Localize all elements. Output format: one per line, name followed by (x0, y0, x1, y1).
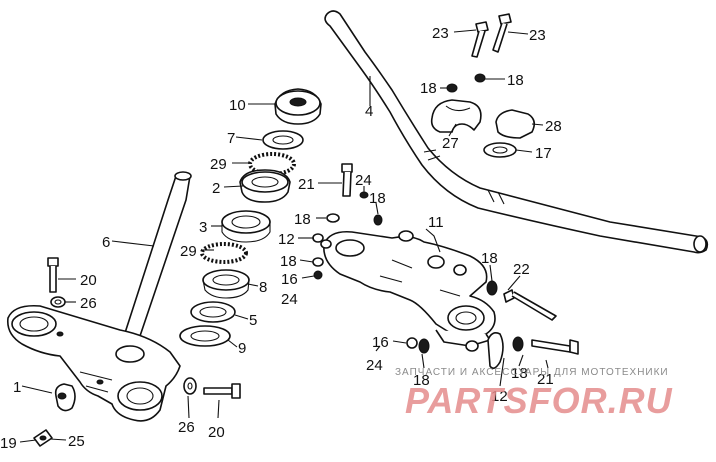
callout-2: 2 (212, 180, 220, 197)
bolt-part-21-top (341, 163, 353, 197)
washer-part-26-bottom (183, 377, 197, 395)
callout-29: 29 (210, 156, 227, 173)
callout-24: 24 (366, 357, 383, 374)
bearing-race-part-2 (239, 169, 291, 203)
cap-part-28 (495, 109, 536, 139)
watermark-logo: PARTSFOR.RU (405, 380, 673, 421)
leader-lines (19, 29, 549, 443)
callout-18: 18 (294, 211, 311, 228)
callout-24: 24 (281, 291, 298, 308)
upper-handlebar-holder-part-27 (430, 99, 482, 133)
callout-18: 18 (420, 80, 437, 97)
bearing-race-part-8 (202, 269, 250, 299)
handlebar-holder-bolts-part-23 (471, 13, 512, 58)
callout-20: 20 (208, 424, 225, 441)
callout-7: 7 (227, 130, 235, 147)
callout-26: 26 (80, 295, 97, 312)
handlebar-part-4 (324, 10, 709, 254)
callout-18: 18 (507, 72, 524, 89)
washer-part-7 (262, 130, 304, 150)
callout-22: 22 (513, 261, 530, 278)
callout-11: 11 (428, 214, 444, 231)
washer-part-17 (483, 142, 517, 158)
callout-19: 19 (0, 435, 17, 452)
callout-23: 23 (432, 25, 449, 42)
callout-16: 16 (281, 271, 298, 288)
callout-24: 24 (355, 172, 372, 189)
callout-23: 23 (529, 27, 546, 44)
callout-28: 28 (545, 118, 562, 135)
callout-25: 25 (68, 433, 85, 450)
dust-seal-part-5 (190, 301, 236, 323)
washers-part-18-top-bridge (312, 191, 383, 280)
callout-21: 21 (298, 176, 315, 193)
callout-6: 6 (102, 234, 110, 251)
nuts-part-12-top (312, 233, 332, 249)
callout-10: 10 (229, 97, 246, 114)
steering-stem-nut-part-10 (274, 88, 322, 125)
callout-29: 29 (180, 243, 197, 260)
washer-part-26-left (50, 296, 66, 308)
bearing-race-part-3 (221, 210, 271, 243)
callout-27: 27 (442, 135, 459, 152)
callout-26: 26 (178, 419, 195, 436)
callout-18: 18 (511, 365, 528, 382)
callout-5: 5 (249, 312, 257, 329)
callout-labels: 23 23 18 18 10 4 28 7 27 17 29 2 21 24 1… (0, 25, 562, 452)
clamp-part-1 (54, 383, 76, 412)
fasteners-bottom-right (406, 332, 579, 370)
washers-part-18-top (446, 73, 486, 93)
callout-16: 16 (372, 334, 389, 351)
callout-9: 9 (238, 340, 246, 357)
steering-stem-bottom-bridge-part-6 (6, 171, 192, 422)
callout-18: 18 (369, 190, 386, 207)
callout-12: 12 (491, 388, 508, 405)
watermark-tagline: ЗАПЧАСТИ И АКСЕССУАРЫ ДЛЯ МОТОТЕХНИКИ (395, 367, 669, 378)
bolt-part-22 (486, 280, 557, 321)
bearing-balls-part-29-lower (200, 242, 248, 264)
bolt-part-20-bottom (203, 383, 241, 399)
callout-18: 18 (481, 250, 498, 267)
bolt-part-20-left (47, 257, 59, 293)
callout-3: 3 (199, 219, 207, 236)
callout-1: 1 (13, 379, 21, 396)
top-bridge-part-11 (323, 230, 496, 347)
callout-18: 18 (280, 253, 297, 270)
washer-part-9 (179, 325, 231, 347)
callout-17: 17 (535, 145, 552, 162)
callout-21: 21 (537, 371, 554, 388)
clip-part-19-25 (33, 429, 53, 447)
callout-12: 12 (278, 231, 295, 248)
callout-4: 4 (365, 103, 373, 120)
callout-8: 8 (259, 279, 267, 296)
callout-20: 20 (80, 272, 97, 289)
callout-18: 18 (413, 372, 430, 389)
